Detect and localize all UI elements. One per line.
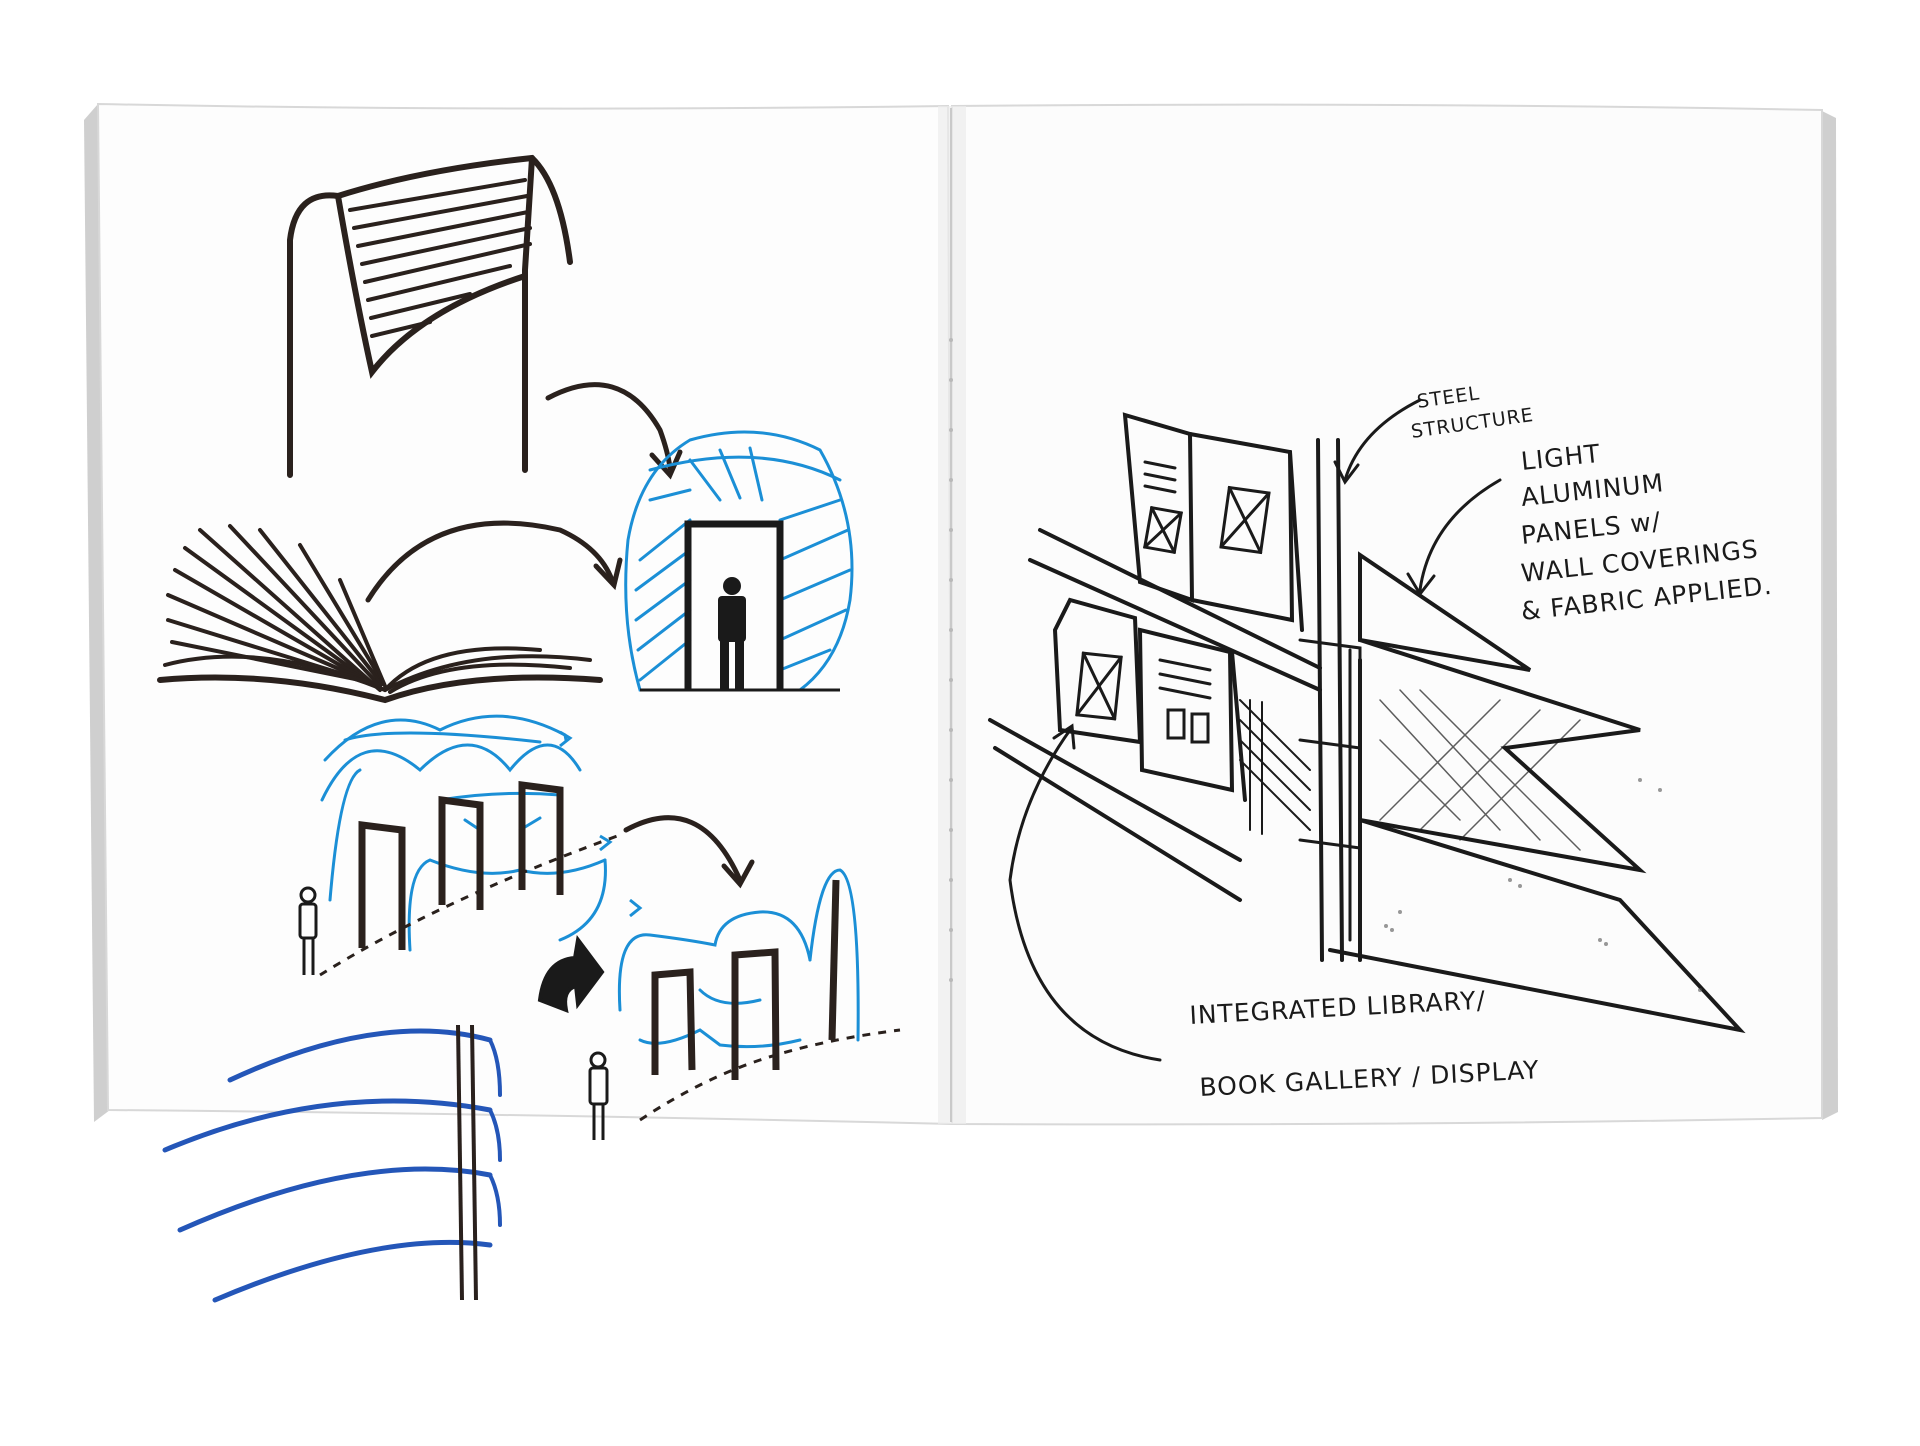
curled-wall-sketch <box>287 154 573 478</box>
arrow-to-second-arches <box>623 815 755 889</box>
dotted-path-lower <box>639 1028 901 1122</box>
turn-arrow-icon <box>537 935 605 1014</box>
leader-steel-structure <box>1343 398 1422 482</box>
second-arch-sketch <box>588 868 901 1140</box>
small-figure-right <box>588 1051 609 1140</box>
right-page <box>951 103 1823 1126</box>
curved-wall-sections-sketch <box>162 1028 502 1303</box>
binding-stitches <box>949 338 953 982</box>
library-wall-perspective-sketch <box>988 398 1746 1062</box>
open-sketchbook <box>84 102 1838 1126</box>
small-figure-left <box>298 886 318 975</box>
vertical-post-sketch <box>456 1024 478 1301</box>
arrow-wall-to-portal <box>545 382 683 480</box>
left-page-stack <box>84 104 110 1122</box>
dotted-path-upper <box>319 833 621 977</box>
right-page-stack <box>1820 110 1838 1120</box>
arrow-book-to-portal <box>365 520 623 603</box>
blue-portal-sketch <box>624 430 854 692</box>
open-book-sketch <box>157 524 603 704</box>
standing-figure <box>718 577 746 690</box>
arch-series-sketch <box>298 714 643 977</box>
leader-library <box>1008 728 1162 1062</box>
leader-aluminum-panels <box>1418 478 1502 592</box>
